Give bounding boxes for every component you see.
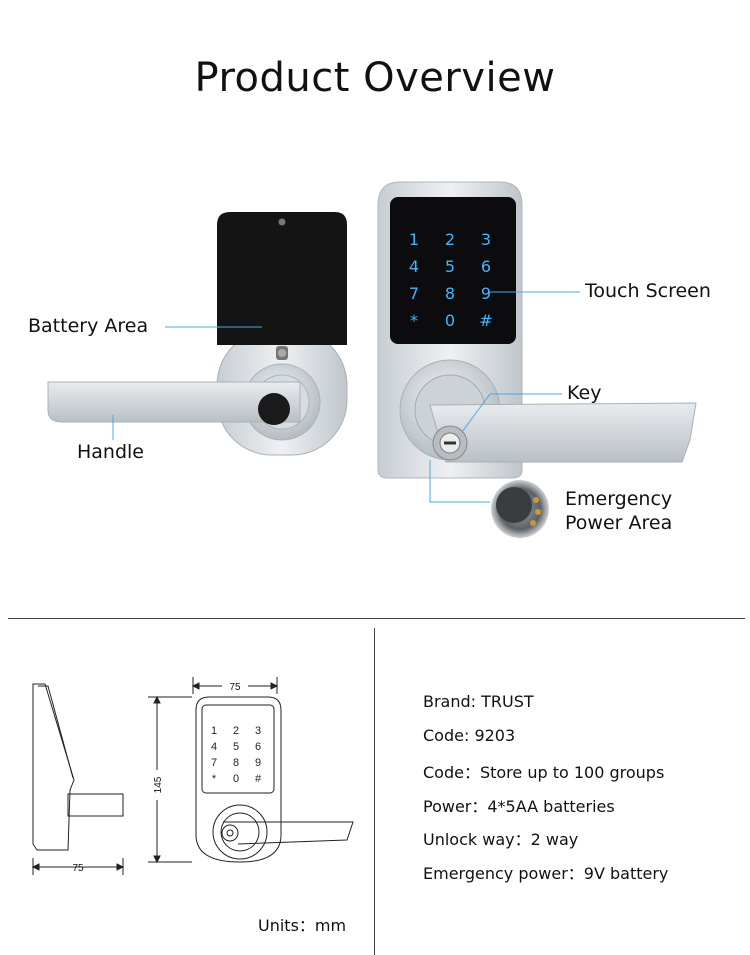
units-label: Units：mm: [258, 916, 347, 935]
keypad-key: 1: [211, 725, 217, 737]
spec-power: Power：4*5AA batteries: [423, 796, 615, 816]
callout-emergency-line2: Power Area: [565, 512, 673, 534]
keypad-key: 2: [445, 230, 455, 249]
keypad-key: 4: [211, 741, 217, 753]
callout-key: Key: [567, 382, 602, 404]
dim-width-top: 75: [229, 682, 241, 693]
keypad-key: 8: [233, 757, 239, 769]
product-illustration: 1 2 3 4 5 6 7 8 9 * 0 #: [47, 181, 697, 538]
keypad-key: 3: [481, 230, 491, 249]
callout-touch-screen: Touch Screen: [585, 280, 711, 302]
keypad-key: 2: [233, 725, 239, 737]
keypad-key: 6: [255, 741, 261, 753]
spec-brand: Brand: TRUST: [423, 692, 534, 711]
keypad-key: 0: [233, 773, 239, 785]
page-title: Product Overview: [194, 55, 556, 101]
horizontal-divider: [8, 618, 745, 619]
keypad-key: 9: [255, 757, 261, 769]
drawing-keypad: 1 2 3 4 5 6 7 8 9 * 0 #: [211, 725, 262, 785]
callout-handle: Handle: [77, 441, 145, 463]
keypad-key: 3: [255, 725, 261, 737]
keypad-key: 7: [409, 284, 419, 303]
keypad-key: *: [410, 311, 418, 330]
keypad-key: #: [479, 311, 492, 330]
spec-list: Brand: TRUST Code: 9203 Code：Store up to…: [423, 692, 668, 893]
keypad-key: 4: [409, 257, 419, 276]
keypad-key: #: [255, 773, 262, 785]
front-lock-illustration: [377, 181, 697, 479]
spec-code: Code: 9203: [423, 725, 516, 745]
keypad-key: 5: [445, 257, 455, 276]
spec-code-capacity: Code：Store up to 100 groups: [423, 763, 665, 782]
keypad-digits: 1 2 3 4 5 6 7 8 9 * 0 #: [409, 230, 493, 330]
keypad-key: 7: [211, 757, 217, 769]
vertical-divider: [374, 628, 375, 955]
dim-width-side: 75: [72, 863, 84, 874]
keypad-key: 0: [445, 311, 455, 330]
keypad-key: 8: [445, 284, 455, 303]
spec-unlock-way: Unlock way：2 way: [423, 830, 579, 849]
callout-battery-area: Battery Area: [28, 315, 149, 337]
keypad-key: *: [212, 773, 217, 785]
keypad-key: 5: [233, 741, 239, 753]
keypad-key: 9: [481, 284, 491, 303]
dim-height: 145: [153, 776, 164, 793]
callout-emergency-line1: Emergency: [565, 488, 673, 510]
dimension-drawing: 75 75 145 1 2 3 4 5 6 7 8 9 * 0 #: [31, 677, 354, 875]
spec-emergency-power: Emergency power：9V battery: [423, 863, 669, 883]
keypad-key: 6: [481, 257, 491, 276]
back-lock-illustration: [47, 212, 348, 456]
keypad-key: 1: [409, 230, 419, 249]
